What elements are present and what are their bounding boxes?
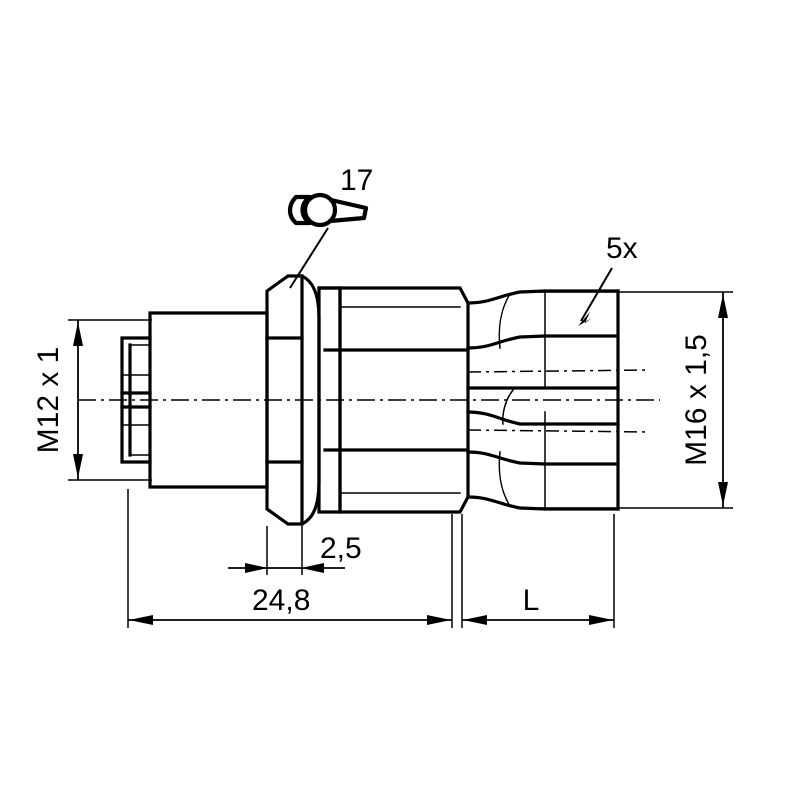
m12-arrow-top — [73, 322, 83, 346]
dimension-m12: M12 x 1 — [32, 319, 152, 481]
lower-cable-centerline — [467, 429, 651, 433]
dimL-arrow-left — [463, 615, 487, 625]
wrench-size-label: 17 — [340, 164, 373, 197]
m12-thread-label: M12 x 1 — [32, 347, 65, 454]
dim248-arrow-left — [129, 615, 153, 625]
m16-arrow-bottom — [718, 482, 728, 506]
wrench-icon — [287, 192, 369, 228]
dimension-2-5: 2,5 — [228, 526, 362, 575]
flare-upper-inner — [466, 334, 620, 350]
dim25-arrow-right — [301, 563, 324, 573]
m16-arrow-top — [718, 294, 728, 318]
dim248-label: 24,8 — [252, 584, 310, 617]
dimL-arrow-right — [589, 615, 613, 625]
flare-lower-inner — [466, 450, 620, 466]
dim25-label: 2,5 — [320, 532, 362, 565]
cable-flare-section — [466, 289, 620, 511]
cable-count-label: 5x — [606, 232, 638, 265]
wrench-handle — [327, 197, 369, 224]
flare-upper-arc — [498, 292, 512, 349]
wrench-leader-line — [289, 227, 329, 289]
cable-count-leader-line — [580, 267, 613, 322]
dimension-L: L — [461, 514, 615, 628]
flare-upper-outer — [466, 289, 620, 305]
dimension-24-8: 24,8 — [127, 489, 453, 628]
dim248-arrow-right — [427, 615, 451, 625]
flare-middle-lower — [466, 410, 620, 426]
m16-thread-label: M16 x 1,5 — [680, 334, 713, 466]
centerline-group — [78, 369, 660, 433]
flare-lower-outer — [466, 495, 620, 511]
dim25-arrow-left — [245, 563, 268, 573]
dimension-m16: M16 x 1,5 — [540, 291, 733, 509]
m12-arrow-bottom — [73, 454, 83, 478]
dimL-label: L — [523, 584, 540, 617]
upper-cable-centerline — [467, 369, 651, 373]
left-threaded-stub — [120, 336, 152, 464]
wrench-ring — [302, 192, 338, 228]
stub-outer-profile — [120, 336, 152, 464]
cable-count-leader-arrow — [578, 312, 592, 326]
flare-lower-arc — [498, 451, 512, 508]
flare-middle-arc — [502, 388, 515, 425]
